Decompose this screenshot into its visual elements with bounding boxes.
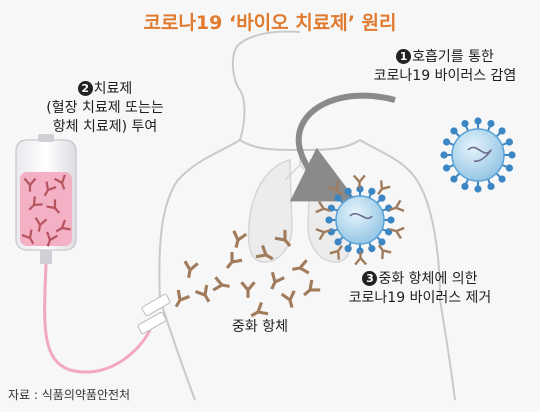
step-1-line-2: 코로나19 바이러스 감염 (373, 68, 517, 84)
virus-spike-tip (440, 151, 448, 159)
incoming-virus (440, 117, 516, 193)
antibody-icon (250, 301, 269, 318)
antibody-icon (232, 230, 248, 248)
step-2-line-3: 항체 치료제) 투여 (52, 119, 158, 135)
antibody-icon (46, 199, 61, 214)
antibody-icon (389, 226, 405, 240)
antibody-icon (328, 180, 343, 196)
antibody-icon (352, 174, 366, 189)
virus-spike-tip (378, 238, 386, 246)
virus-spike-tip (334, 238, 342, 246)
step-2-badge: 2 (77, 81, 93, 96)
antibody-icon (21, 229, 35, 245)
antibody-icon (43, 181, 57, 197)
virus-spike-tip (344, 187, 352, 195)
virus-spike-tip (450, 175, 458, 183)
antibody-icon (23, 177, 37, 192)
step-3-line-2: 코로나19 바이러스 제거 (348, 290, 492, 306)
iv-bag (15, 134, 77, 264)
virus-spike-tip (487, 182, 495, 191)
antibody-icon (292, 259, 310, 275)
virus-spike-tip (442, 138, 451, 146)
virus-spike-tip (505, 138, 514, 146)
antibody-icon (194, 284, 211, 303)
antibody-icon (55, 219, 71, 233)
antibody-icon (28, 196, 43, 211)
diagram-title: 코로나19 ‘바이오 치료제’ 원리 (143, 12, 397, 34)
antibody-icon (212, 276, 230, 292)
antibody-icon (315, 200, 331, 214)
virus-spike-tip (387, 216, 395, 224)
antibody-icon (225, 251, 243, 269)
antibody-icon (354, 251, 368, 266)
virus-spike-tip (327, 204, 335, 212)
virus-spike-tip (487, 119, 495, 128)
antibody-icon (240, 281, 256, 298)
antibody-icon (377, 244, 392, 260)
virus-spike-tip (442, 164, 451, 172)
virus-spike-tip (461, 119, 469, 128)
step-2-line-1: 치료제 (93, 81, 133, 97)
antibody-icon (329, 244, 343, 260)
step-2-line-2: (혈장 치료제 또는는 (46, 100, 164, 116)
neutralized-virus (315, 174, 405, 266)
antibody-icon (183, 260, 199, 278)
virus-spike-tip (474, 185, 482, 193)
antibody-icon (270, 271, 285, 290)
virus-spike-tip (385, 228, 393, 236)
antibody-icon (280, 290, 296, 308)
antibody-icon (255, 244, 274, 261)
iv-tube (43, 263, 152, 374)
antibody-icon (46, 231, 58, 247)
virus-spike-tip (498, 127, 506, 135)
antibody-icon (377, 180, 391, 196)
virus-spike-tip (368, 187, 376, 195)
virus-spike-tip (505, 164, 514, 172)
virus-spike-tip (474, 117, 482, 125)
antibody-icon (54, 174, 66, 190)
human-body-outline (158, 30, 456, 401)
step-1-line-1: 호흡기를 통한 (412, 49, 494, 65)
antibody-icon (274, 229, 292, 247)
virus-spike-tip (344, 245, 352, 253)
antibody-label: 중화 항체 (232, 319, 288, 335)
virus-spike-tip (450, 127, 458, 135)
antibody-icon (34, 216, 48, 232)
antibody-icon (315, 228, 331, 241)
virus-spike-tip (325, 216, 333, 224)
iv-needle-tape (141, 293, 171, 317)
virus-spike-tip (498, 175, 506, 183)
neutralizing-antibodies (174, 229, 321, 318)
antibody-icon (303, 279, 321, 297)
virus-spike-tip (508, 151, 516, 159)
antibody-icon (174, 289, 191, 308)
step-3-badge: 3 (362, 271, 378, 286)
virus-spike-tip (334, 194, 342, 202)
iv-needle-tape (137, 311, 167, 335)
virus-spike-tip (378, 194, 386, 202)
iv-bag-antibodies (21, 174, 71, 247)
virus-spike-tip (461, 182, 469, 191)
step-1-badge: 1 (396, 49, 412, 64)
step-3-line-1: 중화 항체에 의한 (378, 271, 478, 287)
antibody-icon (389, 199, 405, 212)
infection-arrow (289, 92, 396, 202)
source-note: 자료 : 식품의약품안전처 (8, 388, 131, 402)
virus-spike-tip (368, 245, 376, 253)
